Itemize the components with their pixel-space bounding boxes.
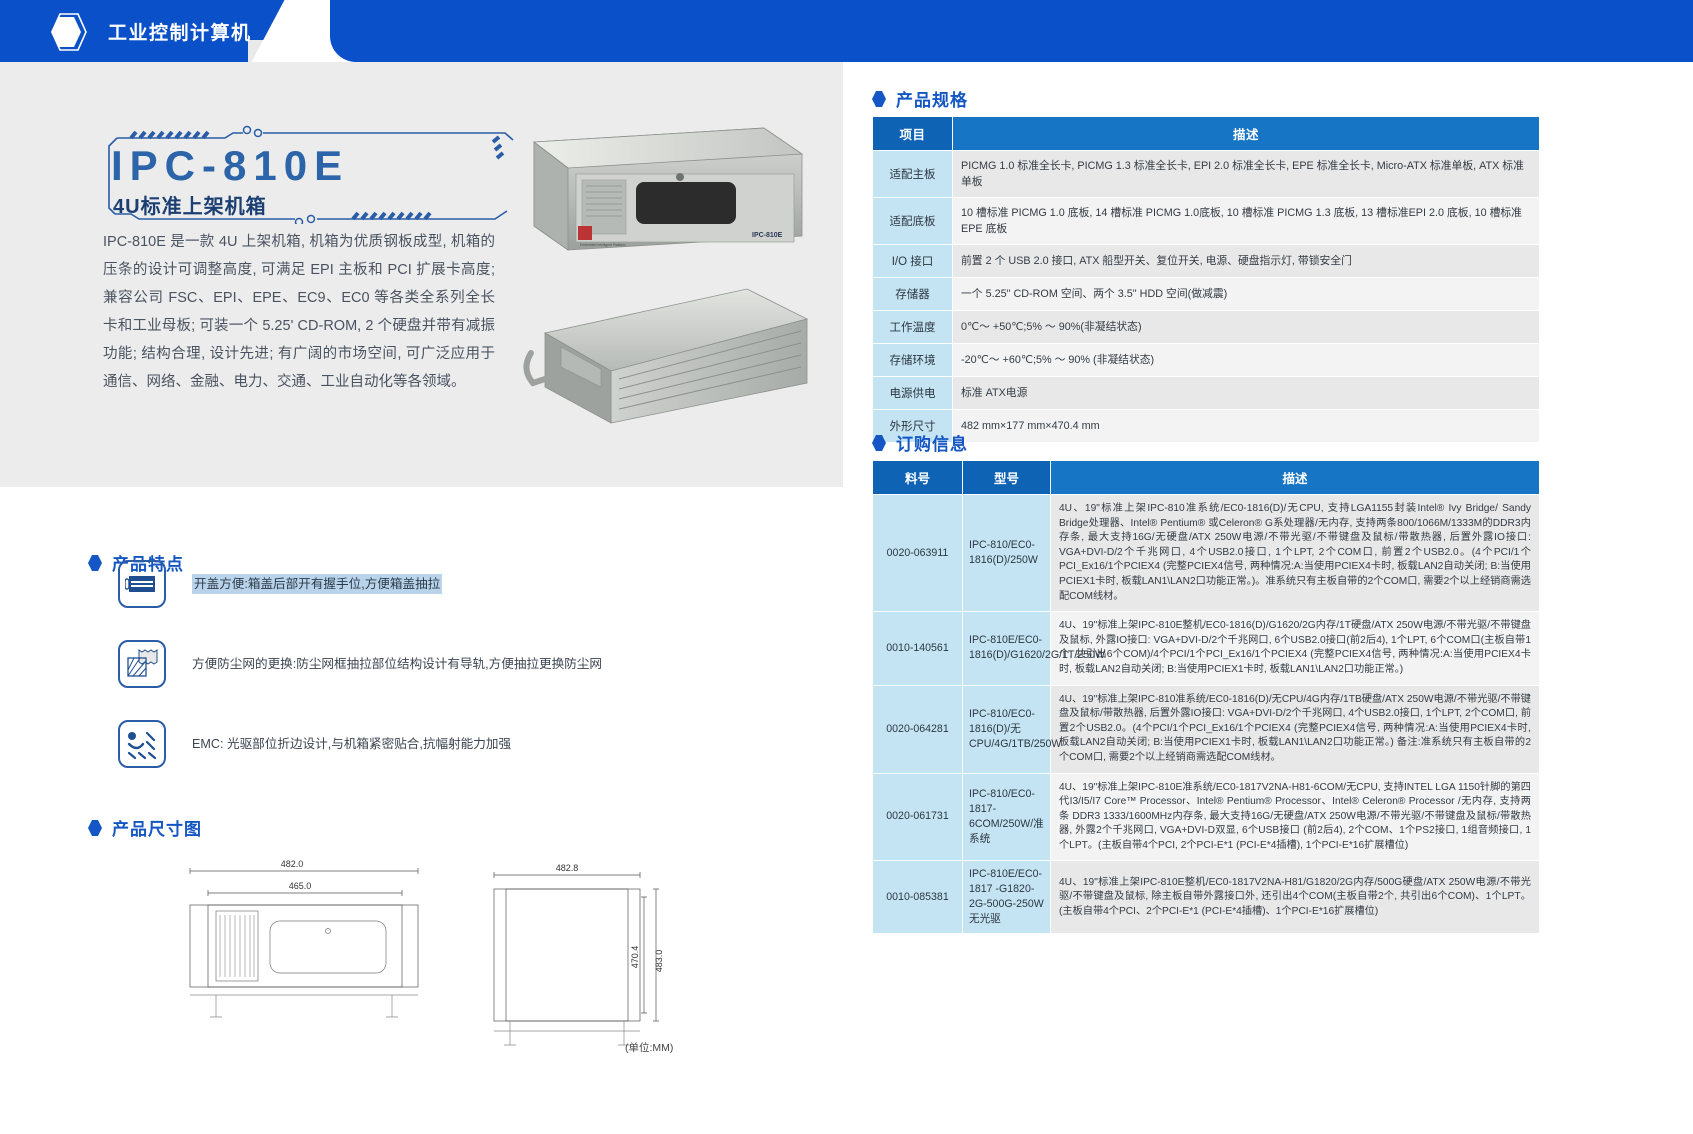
spec-col-item: 项目 [872,116,953,151]
feature-item: 开盖方便:箱盖后部开有握手位,方便箱盖抽拉 [118,555,738,612]
product-subtitle: 4U标准上架机箱 [113,196,267,218]
hexagon-bullet-icon [88,554,102,571]
order-desc: 4U、19"标准上架IPC-810E准系统/EC0-1817V2NA-H81-6… [1050,772,1540,862]
feature-text: EMC: 光驱部位折边设计,与机箱紧密贴合,抗幅射能力加强 [192,736,512,751]
spec-section-header: 产品规格 [872,86,968,111]
order-col-desc: 描述 [1050,460,1540,495]
order-model: IPC-810E/EC0-1817 -G1820-2G-500G-250W无光驱 [962,860,1051,935]
hexagon-logo-icon [51,13,87,51]
dust-filter-icon [118,639,166,688]
feature-item: EMC: 光驱部位折边设计,与机箱紧密贴合,抗幅射能力加强 [118,715,738,772]
features-list: 开盖方便:箱盖后部开有握手位,方便箱盖抽拉 方便防尘网的更换:防尘网框抽拉部位结… [118,555,738,795]
hexagon-bullet-icon [88,819,102,836]
svg-text:IPC-810E: IPC-810E [752,232,783,239]
spec-key: 存储环境 [872,343,953,377]
product-photo-front: IPC-810E Embedded Intelligent Platform [532,127,804,251]
spec-key: 适配主板 [872,150,953,198]
spec-key: 存储器 [872,277,953,311]
order-sku: 0010-140561 [872,611,963,686]
product-description: IPC-810E 是一款 4U 上架机箱, 机箱为优质钢板成型, 机箱的压条的设… [103,234,495,390]
order-desc: 4U、19"标准上架IPC-810E整机/EC0-1816(D)/G1620/2… [1050,611,1540,686]
header-right-block [330,0,1693,62]
spec-value: -20℃～ +60℃;5% ～ 90% (非凝结状态) [952,343,1540,377]
table-row: 电源供电 标准 ATX电源 [872,376,1540,410]
dimension-unit-note: (单位:MM) [625,1042,674,1054]
table-row: 适配主板 PICMG 1.0 标准全长卡, PICMG 1.3 标准全长卡, E… [872,150,1540,198]
feature-text: 开盖方便:箱盖后部开有握手位,方便箱盖抽拉 [192,573,443,594]
spec-value: 一个 5.25" CD-ROM 空间、两个 3.5" HDD 空间(做减震) [952,277,1540,311]
dim-label-width-inner: 465.0 [289,881,312,891]
svg-text:Embedded Intelligent Platform: Embedded Intelligent Platform [580,243,626,247]
spec-section-title: 产品规格 [896,91,968,110]
chassis-cover-icon [118,559,166,608]
order-desc: 4U、19"标准上架IPC-810E整机/EC0-1817V2NA-H81/G1… [1050,860,1540,935]
spec-value: PICMG 1.0 标准全长卡, PICMG 1.3 标准全长卡, EPI 2.… [952,150,1540,198]
hexagon-bullet-icon [872,434,886,451]
table-row: 0020-064281 IPC-810/EC0-1816(D)/无CPU/4G/… [872,684,1540,774]
order-section-title: 订购信息 [896,435,968,454]
order-table-header-row: 料号 型号 描述 [872,460,1540,495]
order-model: IPC-810/EC0-1817-6COM/250W/准系统 [962,772,1051,862]
order-col-sku: 料号 [872,460,963,495]
dim-label-width-outer: 482.0 [281,859,304,869]
product-name: IPC-810E [111,142,350,189]
order-model: IPC-810E/EC0-1816(D)/G1620/2G/1T/250W [962,611,1105,686]
table-row: 0010-140561 IPC-810E/EC0-1816(D)/G1620/2… [872,611,1540,686]
order-model: IPC-810/EC0-1816(D)/250W [962,493,1051,613]
spec-value: 482 mm×177 mm×470.4 mm [952,409,1540,443]
order-table: 料号 型号 描述 0020-063911 IPC-810/EC0-1816(D)… [872,460,1540,935]
dim-label-side-depth: 470.4 [630,946,640,969]
spec-value: 0℃～ +50℃;5% ～ 90%(非凝结状态) [952,310,1540,344]
emc-radiation-icon [118,719,166,768]
dim-label-side-width: 482.8 [556,863,579,873]
table-row: 0020-063911 IPC-810/EC0-1816(D)/250W 4U、… [872,493,1540,613]
product-photo-isometric [523,288,809,424]
order-table-wrapper: 料号 型号 描述 0020-063911 IPC-810/EC0-1816(D)… [872,460,1540,935]
spec-key: 工作温度 [872,310,953,344]
order-sku: 0020-063911 [872,493,963,613]
header-title: 工业控制计算机 [108,23,252,44]
spec-value: 10 槽标准 PICMG 1.0 底板, 14 槽标准 PICMG 1.0底板,… [952,197,1540,245]
spec-col-desc: 描述 [952,116,1540,151]
spec-table: 项目 描述 适配主板 PICMG 1.0 标准全长卡, PICMG 1.3 标准… [872,116,1540,443]
order-section-header: 订购信息 [872,430,968,455]
spec-key: I/O 接口 [872,244,953,278]
spec-value: 前置 2 个 USB 2.0 接口, ATX 船型开关、复位开关, 电源、硬盘指… [952,244,1540,278]
dim-label-side-height: 483.0 [654,950,664,973]
spec-key: 适配底板 [872,197,953,245]
order-model: IPC-810/EC0-1816(D)/无CPU/4G/1TB/250W [962,684,1061,774]
order-sku: 0020-064281 [872,684,963,774]
hexagon-bullet-icon [872,90,886,107]
spec-table-wrapper: 项目 描述 适配主板 PICMG 1.0 标准全长卡, PICMG 1.3 标准… [872,116,1540,443]
table-row: 外形尺寸 482 mm×177 mm×470.4 mm [872,409,1540,443]
dimensions-section-header: 产品尺寸图 [88,815,202,840]
order-desc: 4U、19"标准上架IPC-810准系统/EC0-1816(D)/无CPU, 支… [1050,493,1540,613]
spec-key: 电源供电 [872,376,953,410]
circuit-decoration-icon [108,125,514,224]
dimensions-section-title: 产品尺寸图 [112,820,202,839]
feature-text: 方便防尘网的更换:防尘网框抽拉部位结构设计有导轨,方便抽拉更换防尘网 [192,656,602,671]
table-row: I/O 接口 前置 2 个 USB 2.0 接口, ATX 船型开关、复位开关,… [872,244,1540,278]
table-row: 存储器 一个 5.25" CD-ROM 空间、两个 3.5" HDD 空间(做减… [872,277,1540,311]
product-title-block: IPC-810E 4U标准上架机箱 [95,112,515,224]
order-sku: 0010-085381 [872,860,963,935]
order-col-model: 型号 [962,460,1051,495]
table-row: 0010-085381 IPC-810E/EC0-1817 -G1820-2G-… [872,860,1540,935]
order-desc: 4U、19"标准上架IPC-810准系统/EC0-1816(D)/无CPU/4G… [1050,684,1540,774]
page-header: 工业控制计算机 [0,0,1693,62]
feature-item: 方便防尘网的更换:防尘网框抽拉部位结构设计有导轨,方便抽拉更换防尘网 [118,635,738,692]
spec-key: 外形尺寸 [872,409,953,443]
spec-value: 标准 ATX电源 [952,376,1540,410]
dimension-drawing: 482.0 465.0 482.8 [189,859,664,1046]
order-sku: 0020-061731 [872,772,963,862]
table-row: 工作温度 0℃～ +50℃;5% ～ 90%(非凝结状态) [872,310,1540,344]
table-row: 存储环境 -20℃～ +60℃;5% ～ 90% (非凝结状态) [872,343,1540,377]
table-row: 适配底板 10 槽标准 PICMG 1.0 底板, 14 槽标准 PICMG 1… [872,197,1540,245]
spec-table-header-row: 项目 描述 [872,116,1540,151]
table-row: 0020-061731 IPC-810/EC0-1817-6COM/250W/准… [872,772,1540,862]
